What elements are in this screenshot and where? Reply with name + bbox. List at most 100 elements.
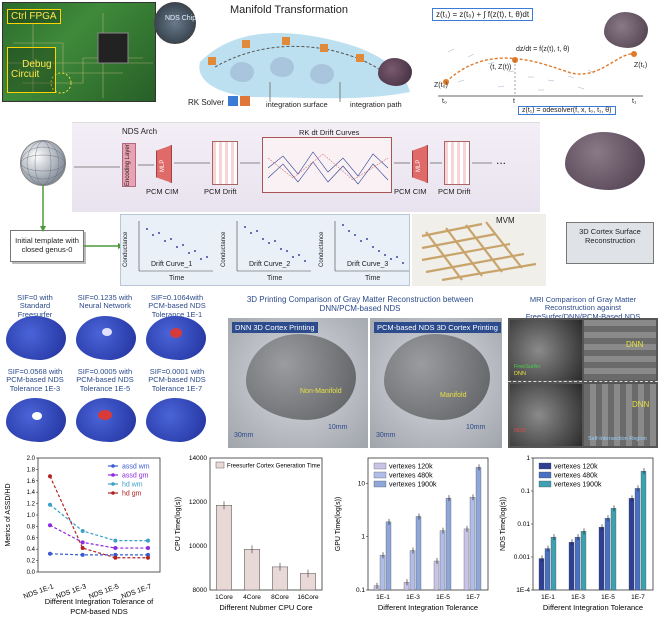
x-axis-label: Different Integration Tolerance bbox=[378, 603, 478, 612]
data-point bbox=[80, 546, 85, 551]
bar bbox=[538, 558, 545, 591]
debug-label-box: Debug Circuit bbox=[7, 47, 56, 93]
legend-marker bbox=[111, 491, 115, 495]
legend-label: Freesurfer Cortex Generation Time bbox=[227, 464, 321, 470]
y-tick-label: 0.001 bbox=[514, 554, 531, 561]
legend-label: vertexes 120k bbox=[389, 464, 433, 471]
legend-label: vertexes 1900k bbox=[389, 482, 437, 489]
time-label-3: Time bbox=[365, 275, 381, 282]
y-tick-label: 0.4 bbox=[27, 547, 36, 553]
ode-panel: z(t₁) = z(t₀) + ∫ f(z(t), t, θ)dt dz/dt … bbox=[428, 2, 658, 118]
y-tick-label: 0.0 bbox=[27, 570, 36, 576]
mvm-label: MVM bbox=[496, 216, 515, 225]
y-tick-label: 1.6 bbox=[27, 479, 36, 485]
drift-curve-2-label: Drift Curve_2 bbox=[249, 261, 291, 268]
data-point bbox=[80, 540, 85, 545]
legend-label: vertexes 480k bbox=[554, 473, 598, 480]
data-point bbox=[146, 546, 150, 551]
bar bbox=[433, 560, 440, 591]
legend-swatch bbox=[538, 471, 552, 479]
mvm-crossbar bbox=[421, 221, 537, 282]
y-axis-label: NDS Time(log(s)) bbox=[500, 497, 507, 551]
ellipsis: ... bbox=[496, 153, 507, 167]
legend-marker bbox=[111, 473, 115, 477]
legend-label: hd gm bbox=[122, 491, 142, 498]
y-tick-label: 12000 bbox=[189, 499, 207, 506]
pcm-cim-label-2: PCM CIM bbox=[394, 187, 427, 196]
eq1: z(t₁) = z(t₀) + ∫ f(z(t), t, θ)dt bbox=[436, 10, 530, 19]
fpga-board-photo: Ctrl FPGA Debug Circuit bbox=[2, 2, 156, 102]
mri-legend-1: FreeSurfer bbox=[514, 364, 541, 370]
sif-hotspot-5 bbox=[98, 410, 112, 420]
data-point bbox=[113, 546, 118, 551]
legend-label: hd wm bbox=[122, 482, 143, 489]
data-point bbox=[48, 523, 52, 528]
sif-title-1: SIF=0 with Standard Freesurfer bbox=[17, 293, 53, 319]
x-tick-label: 1Core bbox=[215, 594, 233, 601]
x-tick-label: 1E-3 bbox=[406, 594, 420, 601]
pcm-cim-label-1: PCM CIM bbox=[146, 187, 179, 196]
data-point bbox=[48, 502, 52, 507]
data-point bbox=[80, 552, 85, 557]
legend-label: vertexes 1900k bbox=[554, 482, 602, 489]
bar bbox=[610, 508, 617, 591]
sif-title-4: SIF=0.0568 with PCM-based NDS Tolerance … bbox=[6, 367, 64, 393]
x-tick-label: 1E-3 bbox=[571, 594, 585, 601]
data-point bbox=[48, 551, 52, 556]
series-line bbox=[49, 475, 148, 559]
mri-dnn-1: DNN bbox=[626, 340, 644, 349]
rk-dt-curves bbox=[267, 151, 389, 185]
mri-title: MRI Comparison of Gray Matter Reconstruc… bbox=[525, 295, 641, 321]
arch-arrows bbox=[74, 162, 492, 168]
pcm-drift-stack-1 bbox=[212, 141, 238, 185]
data-point bbox=[48, 474, 52, 479]
y-tick-label: 10000 bbox=[189, 543, 207, 550]
data-point bbox=[113, 538, 118, 543]
bar bbox=[550, 536, 557, 591]
bar bbox=[475, 467, 482, 591]
y-tick-label: 0.2 bbox=[27, 559, 36, 565]
sif-hotspot-2 bbox=[102, 328, 112, 336]
pcm-drift-stack-2 bbox=[444, 141, 470, 185]
y-tick-label: 0.8 bbox=[27, 524, 36, 530]
legend-swatch bbox=[373, 462, 387, 470]
sif-brain-4 bbox=[6, 398, 66, 442]
manifold-label: Manifold bbox=[440, 392, 467, 399]
rk-icon-orange bbox=[240, 96, 250, 106]
legend-marker bbox=[111, 464, 115, 468]
x-tick-label: 1E-1 bbox=[376, 594, 390, 601]
eq3-box: z(t₁) = odesolver(f, x, t₀, t₁, θ) bbox=[518, 106, 616, 115]
x-tick-label: 1E-1 bbox=[541, 594, 555, 601]
x-tick-label: 1E-7 bbox=[466, 594, 480, 601]
recon-label: 3D Cortex Surface Reconstruction bbox=[579, 227, 641, 245]
mri-legend-3: NDS bbox=[514, 428, 526, 434]
rk-dt-box: RK dt Drift Curves bbox=[262, 128, 392, 193]
manifold-title: Manifold Transformation bbox=[230, 4, 348, 16]
mri-panel: DNN DNN FreeSurfer DNN NDS Self-Intersec… bbox=[508, 318, 658, 448]
conductance-label-2: Conductance bbox=[221, 231, 227, 267]
print-scale-2: 10mm bbox=[328, 424, 348, 431]
fpga-label: Ctrl FPGA bbox=[11, 11, 57, 22]
ode-brain bbox=[604, 12, 648, 48]
bar bbox=[215, 504, 232, 591]
bar bbox=[439, 530, 446, 591]
template-label: Initial template with closed genus-0 bbox=[15, 236, 79, 254]
eq2: dz/dt = f(z(t), t, θ) bbox=[516, 46, 570, 53]
sif-brain-2 bbox=[76, 316, 136, 360]
y-axis-label: Metrics of ASSD/HD bbox=[5, 483, 12, 546]
print-photo-right: PCM-based NDS 3D Cortex Printing Manifol… bbox=[370, 318, 502, 448]
recon-brain bbox=[565, 132, 645, 190]
bar bbox=[574, 536, 581, 591]
x-tick-label: 1E-5 bbox=[601, 594, 615, 601]
nds-arch-label: NDS Arch bbox=[122, 127, 158, 136]
sif-title-3: SIF=0.1064with PCM-based NDS Tolerance 1… bbox=[148, 293, 206, 319]
bar bbox=[409, 550, 416, 591]
nds-chip-circle bbox=[154, 2, 196, 44]
print-scale-1: 30mm bbox=[234, 432, 254, 439]
chip bbox=[97, 32, 129, 64]
y-tick-label: 1.8 bbox=[27, 467, 36, 473]
rk-icon-blue bbox=[228, 96, 238, 106]
mri-top-right bbox=[584, 320, 656, 380]
y-tick-label: 14000 bbox=[189, 455, 207, 462]
bar bbox=[640, 470, 647, 591]
